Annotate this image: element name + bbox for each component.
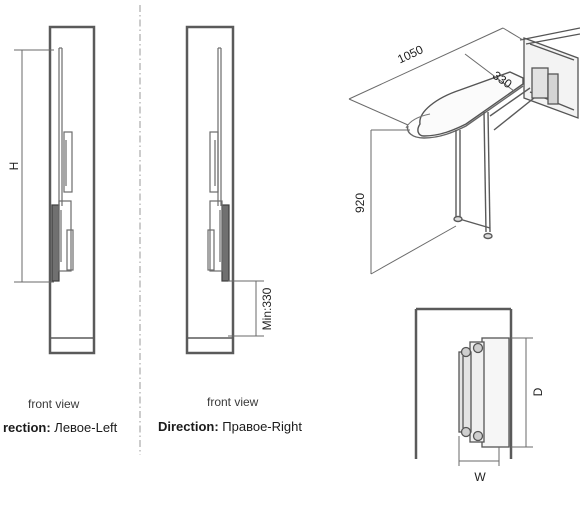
left-folded-board [51, 47, 74, 282]
wall-bracket [519, 27, 580, 119]
top-mechanism [458, 337, 510, 448]
dimension-d [511, 337, 533, 448]
isometric-view: 1050 330 920 [348, 27, 580, 275]
dimension-length-label: 1050 [395, 42, 425, 66]
dimension-height [370, 129, 457, 275]
dimension-h [14, 49, 54, 283]
right-cabinet [185, 25, 235, 355]
right-direction-value: Правое-Right [219, 419, 303, 434]
dimension-width [464, 53, 515, 92]
right-front-view: Min:330 front view Direction: Правое-Rig… [158, 25, 302, 434]
dimension-d-label: D [531, 387, 545, 396]
dimension-w-label: W [474, 470, 486, 484]
right-folded-board [207, 47, 230, 282]
right-direction-label: Direction: [158, 419, 219, 434]
dimension-min [228, 280, 264, 337]
dimension-length [348, 27, 524, 126]
left-direction-value: Левое-Left [51, 420, 118, 435]
dimension-min-label: Min:330 [260, 287, 274, 330]
top-cabinet [414, 307, 513, 459]
dimension-w [458, 436, 500, 466]
left-direction-text: rection: Левое-Left [3, 420, 118, 435]
right-caption: front view [207, 395, 259, 409]
board-stand [453, 87, 535, 240]
dimension-height-label: 920 [353, 193, 367, 213]
left-cabinet [48, 25, 96, 355]
left-direction-label: rection: [3, 420, 51, 435]
dimension-h-label: H [7, 162, 21, 171]
left-caption: front view [28, 397, 80, 411]
right-direction-text: Direction: Правое-Right [158, 419, 302, 434]
top-view: D W [414, 307, 545, 484]
left-front-view: H front view rection: Левое-Left [3, 25, 118, 435]
ironing-board [405, 71, 524, 139]
